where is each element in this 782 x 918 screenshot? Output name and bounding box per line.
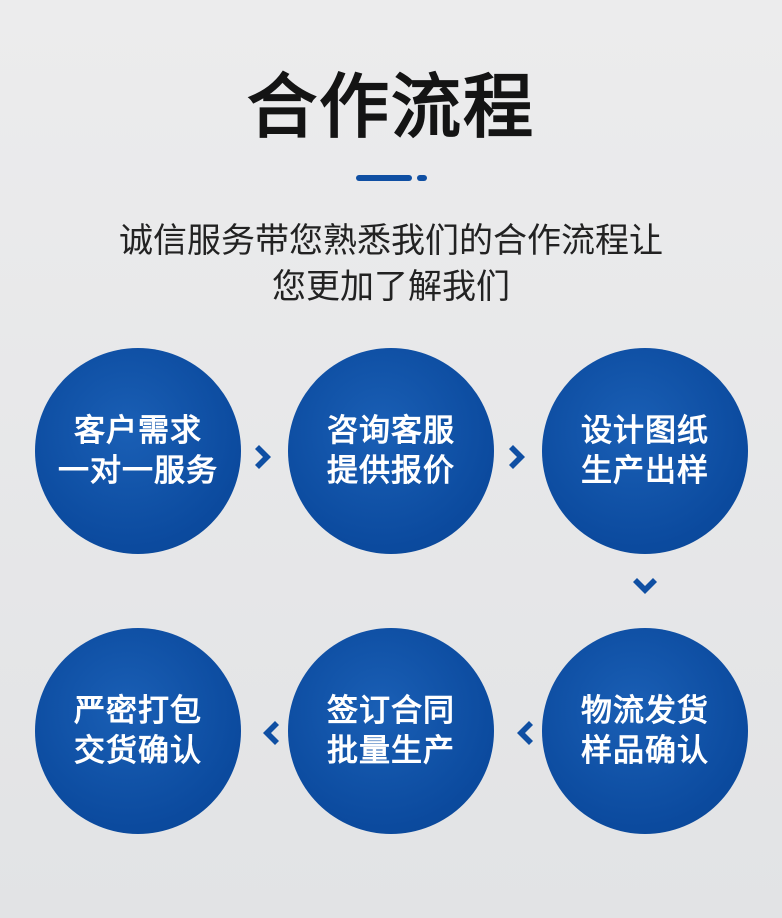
subtitle-line-2: 您更加了解我们 (272, 267, 510, 307)
step-customer-needs: 客户需求 一对一服务 (35, 348, 241, 554)
step-line-1: 设计图纸 (581, 413, 709, 449)
step-line-1: 严密打包 (74, 693, 202, 729)
step-line-2: 提供报价 (327, 453, 455, 489)
step-line-1: 物流发货 (581, 693, 709, 729)
chevron-left-icon (252, 718, 282, 748)
chevron-right-icon (252, 442, 282, 472)
step-consult-quote: 咨询客服 提供报价 (288, 348, 494, 554)
step-packing-delivery: 严密打包 交货确认 (35, 628, 241, 834)
step-line-1: 咨询客服 (327, 413, 455, 449)
step-shipping-confirm: 物流发货 样品确认 (542, 628, 748, 834)
subtitle: 诚信服务带您熟悉我们的合作流程让 您更加了解我们 (60, 218, 722, 310)
chevron-right-icon (506, 442, 536, 472)
step-line-1: 客户需求 (74, 413, 202, 449)
chevron-down-icon (630, 574, 660, 604)
step-line-2: 交货确认 (74, 733, 202, 769)
step-line-2: 生产出样 (581, 453, 709, 489)
subtitle-line-1: 诚信服务带您熟悉我们的合作流程让 (119, 221, 663, 261)
underline-bar (356, 175, 412, 181)
step-line-2: 一对一服务 (58, 453, 218, 489)
page-title: 合作流程 (247, 66, 535, 148)
step-line-2: 样品确认 (581, 733, 709, 769)
step-line-1: 签订合同 (327, 693, 455, 729)
underline-dot (417, 175, 427, 181)
chevron-left-icon (506, 718, 536, 748)
step-line-2: 批量生产 (327, 733, 455, 769)
step-design-sample: 设计图纸 生产出样 (542, 348, 748, 554)
step-contract-production: 签订合同 批量生产 (288, 628, 494, 834)
